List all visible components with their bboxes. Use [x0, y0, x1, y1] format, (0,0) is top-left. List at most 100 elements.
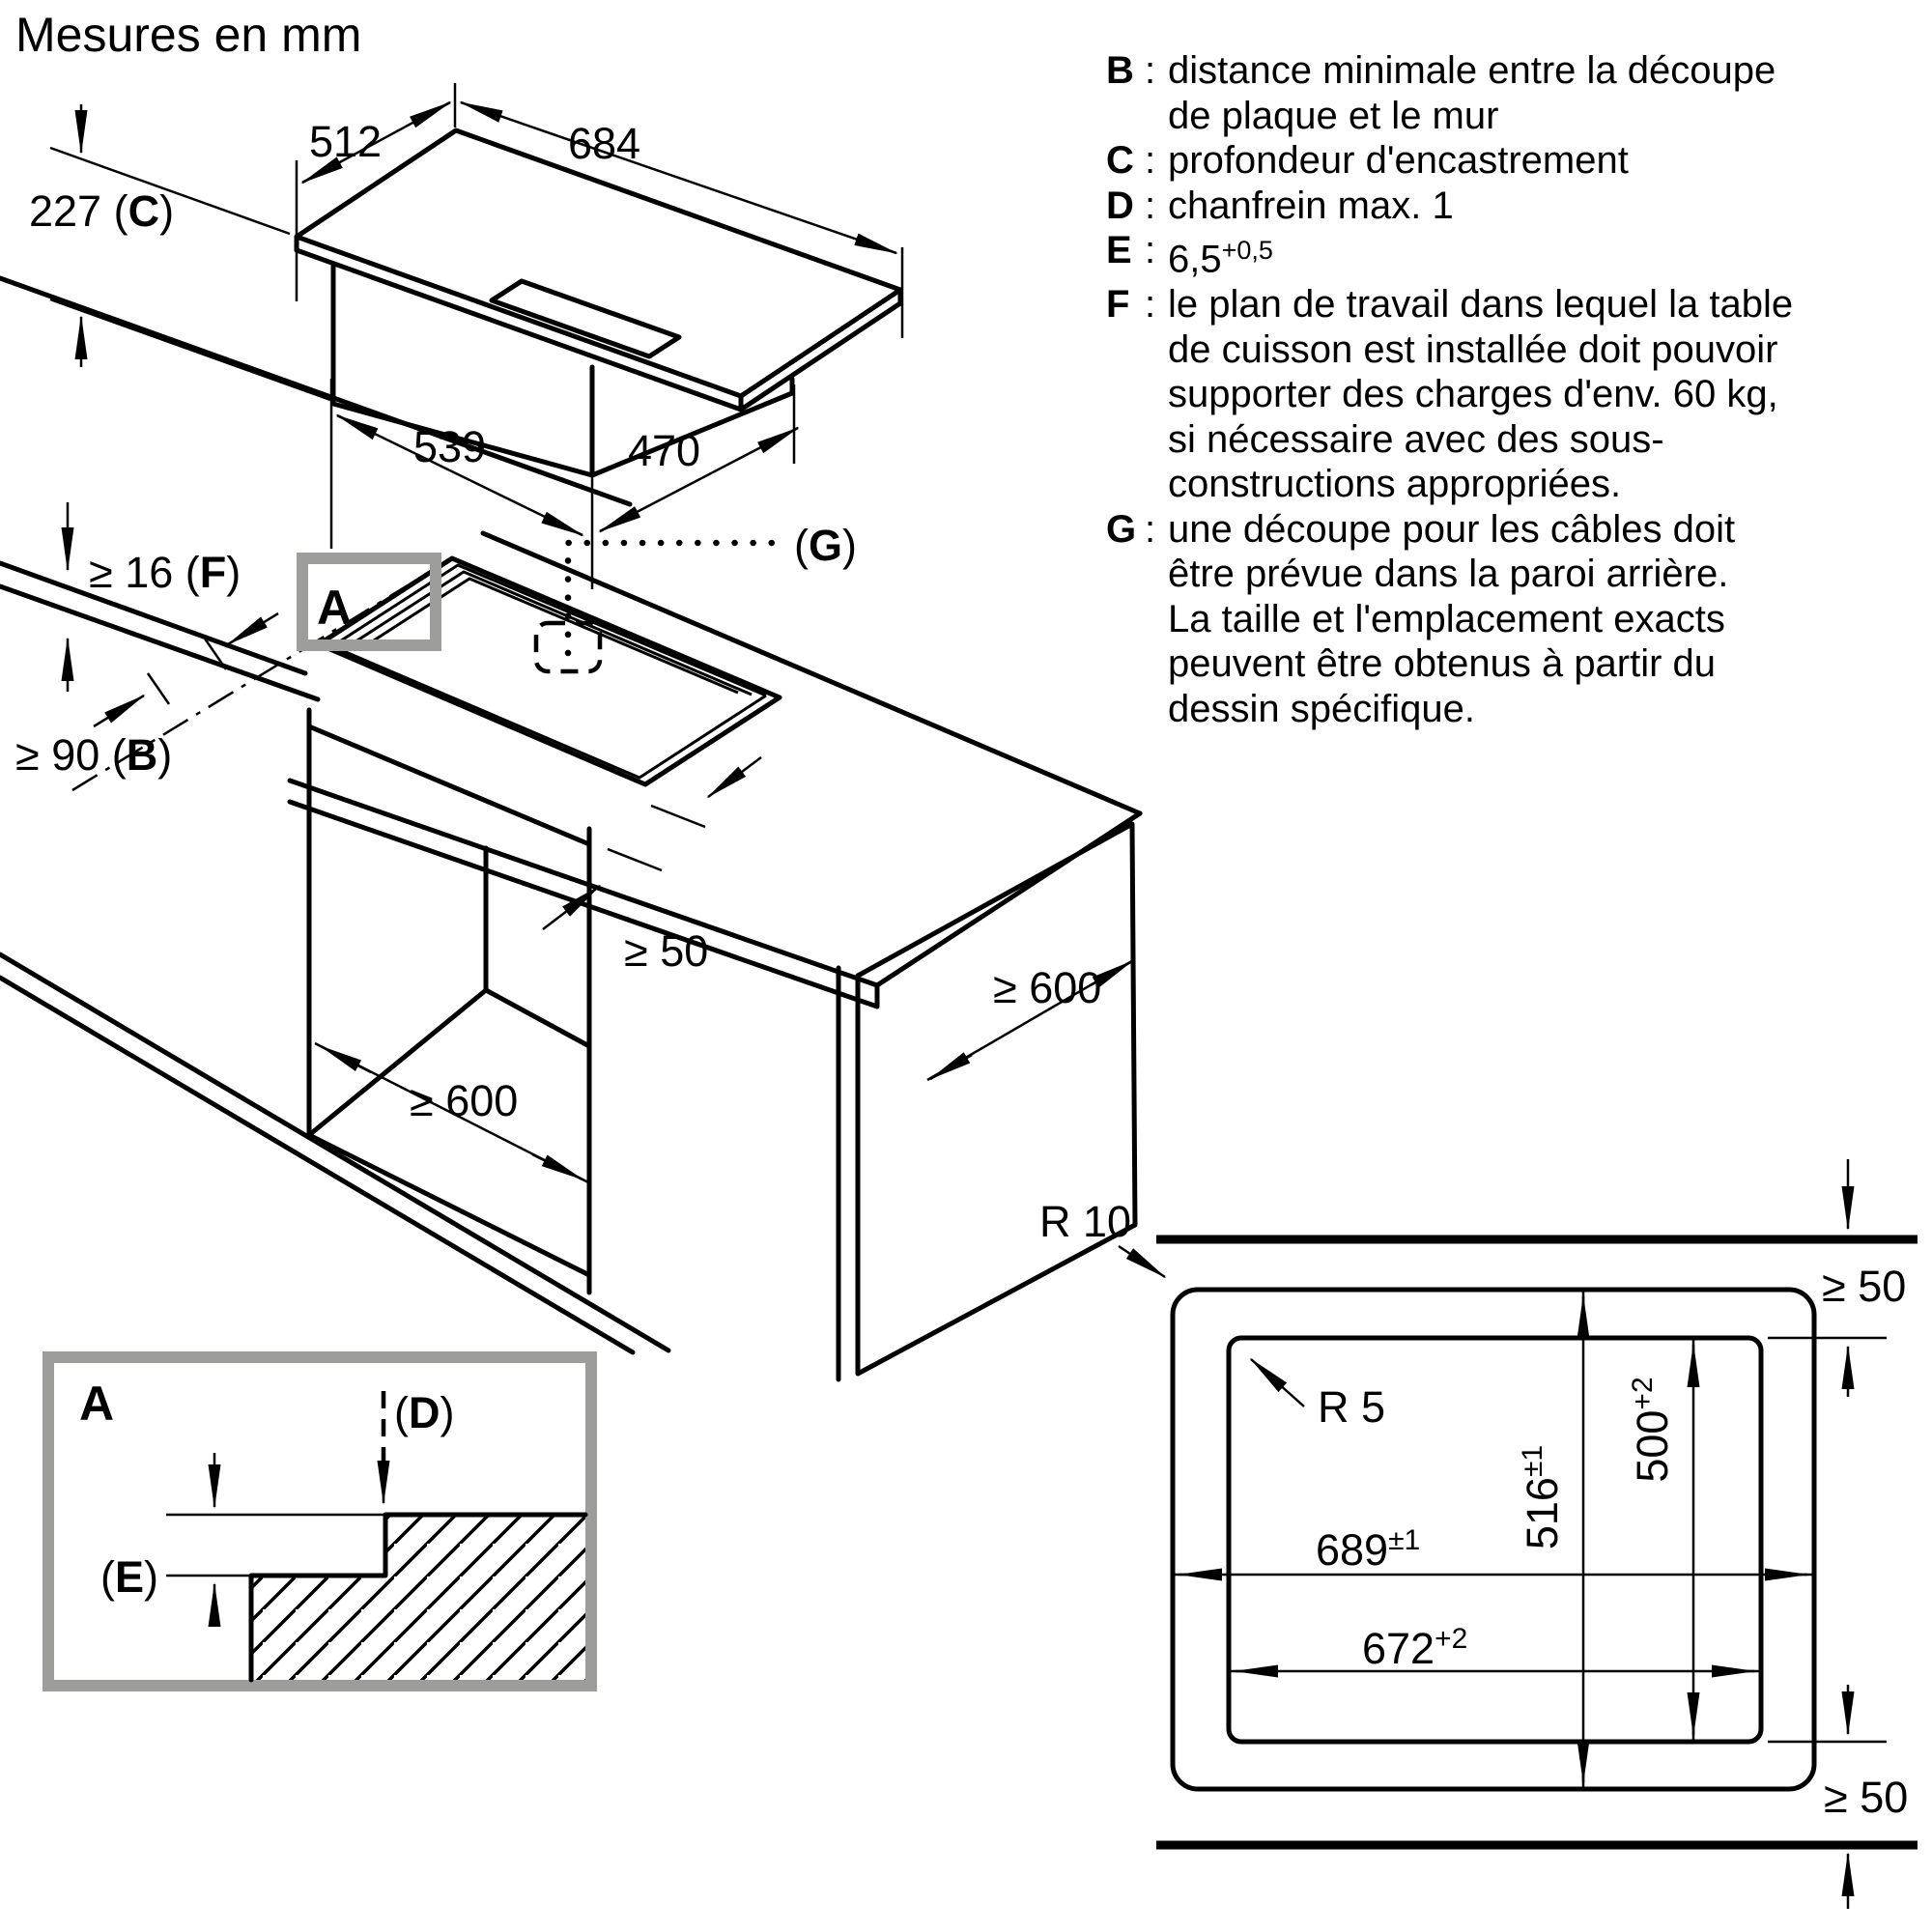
- dim-label-right-600: ≥ 600: [993, 963, 1101, 1012]
- legend-line: chanfrein max. 1: [1168, 184, 1454, 227]
- legend-colon: :: [1145, 507, 1156, 551]
- cutout-centerline: [71, 556, 453, 792]
- wall-top-line: [0, 275, 633, 507]
- legend-line: peuvent être obtenus à partir du: [1168, 642, 1717, 685]
- legend: B: distance minimale entre la découpe de…: [1106, 48, 1932, 731]
- arrowhead-line: [1249, 1357, 1305, 1407]
- dim-label-thickness-F: ≥ 16 (F): [89, 548, 241, 597]
- worktop-back-edge-left: [0, 560, 308, 676]
- dim-label-689: 689±1: [1316, 1524, 1420, 1575]
- legend-line: 6,5+0,5: [1168, 228, 1932, 282]
- tick-line: [607, 847, 663, 872]
- cabinet-floor-left-edge: [306, 987, 489, 1138]
- cutout-step-line: [346, 570, 753, 696]
- worktop-front-edge: [287, 778, 880, 1009]
- legend-value: 6,5: [1168, 238, 1222, 281]
- legend-key: G: [1106, 507, 1137, 551]
- detail-a-frame: [43, 1351, 597, 1691]
- legend-colon: :: [1145, 184, 1156, 227]
- dim-label-top-50: ≥ 50: [1822, 1262, 1906, 1311]
- cutout-step-line: [359, 577, 739, 695]
- legend-entry-f: F: le plan de travail dans lequel la tab…: [1106, 282, 1932, 507]
- dim-label-wall-B: ≥ 90 (B): [15, 730, 172, 780]
- cutout-outline: [316, 555, 782, 787]
- legend-entry-c: C: profondeur d'encastrement: [1106, 138, 1932, 184]
- tick-line: [650, 804, 706, 829]
- cutout-step-line: [331, 644, 767, 780]
- legend-entry-e: E: 6,5+0,5: [1106, 228, 1932, 282]
- legend-line: profondeur d'encastrement: [1168, 139, 1629, 182]
- appliance-isometric-drawing: 512 684 227 (C) 539 470: [29, 83, 904, 589]
- dim-label-500: 500+2: [1627, 1377, 1677, 1482]
- legend-colon: :: [1145, 229, 1156, 271]
- cutout-plan-drawing: R 10 R 5 689±1 672+2 516±1 500+2 ≥ 50: [1039, 1159, 1918, 1909]
- legend-line: La taille et l'emplacement exacts: [1168, 597, 1725, 640]
- chamfer-label-D: (D): [394, 1388, 455, 1437]
- arrowhead-line: [598, 506, 641, 533]
- legend-colon: :: [1145, 49, 1156, 92]
- legend-entry-g: G: une découpe pour les câbles doit être…: [1106, 507, 1932, 732]
- arrowhead-line: [757, 426, 800, 454]
- cabinet-underside-edge: [306, 724, 592, 847]
- extension-line: [49, 146, 291, 236]
- legend-value-sup: +0,5: [1221, 236, 1273, 265]
- cabinet-floor-back-edge: [483, 987, 592, 1049]
- worktop-installation-scene: ≥ 16 (F) ≥ 90 (B) A (G): [0, 275, 1143, 1382]
- arrowhead-line: [542, 884, 602, 930]
- arrowhead-line: [93, 694, 146, 728]
- cutout-step-line: [331, 563, 767, 697]
- arrowhead-line: [531, 1152, 584, 1181]
- dim-label-470: 470: [628, 426, 700, 475]
- worktop-back-edge-right: [480, 530, 1143, 816]
- tick-line: [146, 672, 171, 705]
- legend-line: être prévue dans la paroi arrière.: [1168, 553, 1729, 595]
- dim-label-227: 227 (C): [29, 186, 174, 236]
- legend-line: si nécessaire avec des sous-: [1168, 417, 1664, 461]
- detail-a-drawing: A (D) (E): [43, 1351, 597, 1691]
- worktop-back-edge-left-2: [0, 583, 321, 702]
- hatched-section-lower: [251, 1576, 385, 1680]
- legend-line: une découpe pour les câbles doit: [1168, 507, 1736, 551]
- worktop-step-profile: [248, 1512, 588, 1683]
- arrowhead-line: [300, 156, 343, 185]
- cable-leader-dotted: [564, 539, 791, 657]
- dim-line-684: [460, 100, 897, 255]
- arrowhead-line: [1118, 1244, 1167, 1279]
- page-title: Mesures en mm: [15, 8, 362, 62]
- cabinet-floor-front-edge: [306, 1132, 592, 1278]
- floor-line: [0, 952, 671, 1353]
- legend-key: D: [1106, 184, 1134, 227]
- cutout-outline-r5: [1226, 1335, 1764, 1745]
- dim-label-516: 516±1: [1517, 1445, 1567, 1549]
- legend-key: F: [1106, 283, 1130, 326]
- dim-label-672: 672+2: [1362, 1623, 1467, 1673]
- dim-label-684: 684: [568, 119, 640, 168]
- hatched-section-upper: [385, 1515, 585, 1680]
- tick-line: [203, 638, 228, 670]
- floor-line-2: [0, 975, 636, 1355]
- arrowhead-line: [1090, 959, 1134, 988]
- legend-line: de plaque et le mur: [1168, 94, 1499, 137]
- legend-key: C: [1106, 139, 1134, 182]
- legend-key: B: [1106, 49, 1134, 92]
- arrowhead-line: [854, 233, 898, 255]
- dim-label-bottom-600: ≥ 600: [410, 1076, 518, 1125]
- arrowhead-line: [335, 413, 379, 440]
- arrowhead-line: [319, 1044, 372, 1074]
- arrowhead-line: [541, 511, 584, 537]
- cable-cutout-rect: [533, 620, 603, 674]
- radius-label-r5: R 5: [1318, 1382, 1385, 1432]
- glass-thickness-edges: [294, 234, 903, 412]
- recess-outline-r10: [1170, 1287, 1817, 1792]
- detail-a-label: A: [79, 1377, 114, 1431]
- extension-line: [49, 298, 331, 402]
- cable-label-G: (G): [794, 521, 857, 570]
- legend-line: de cuisson est installée doit pouvoir: [1168, 327, 1778, 371]
- arrowhead-line: [410, 100, 452, 128]
- legend-key: E: [1106, 229, 1132, 271]
- edge-label-E: (E): [100, 1552, 158, 1602]
- arrowhead-line: [928, 1052, 973, 1081]
- legend-line: supporter des charges d'env. 60 kg,: [1168, 373, 1778, 415]
- detail-marker-label: A: [317, 581, 352, 635]
